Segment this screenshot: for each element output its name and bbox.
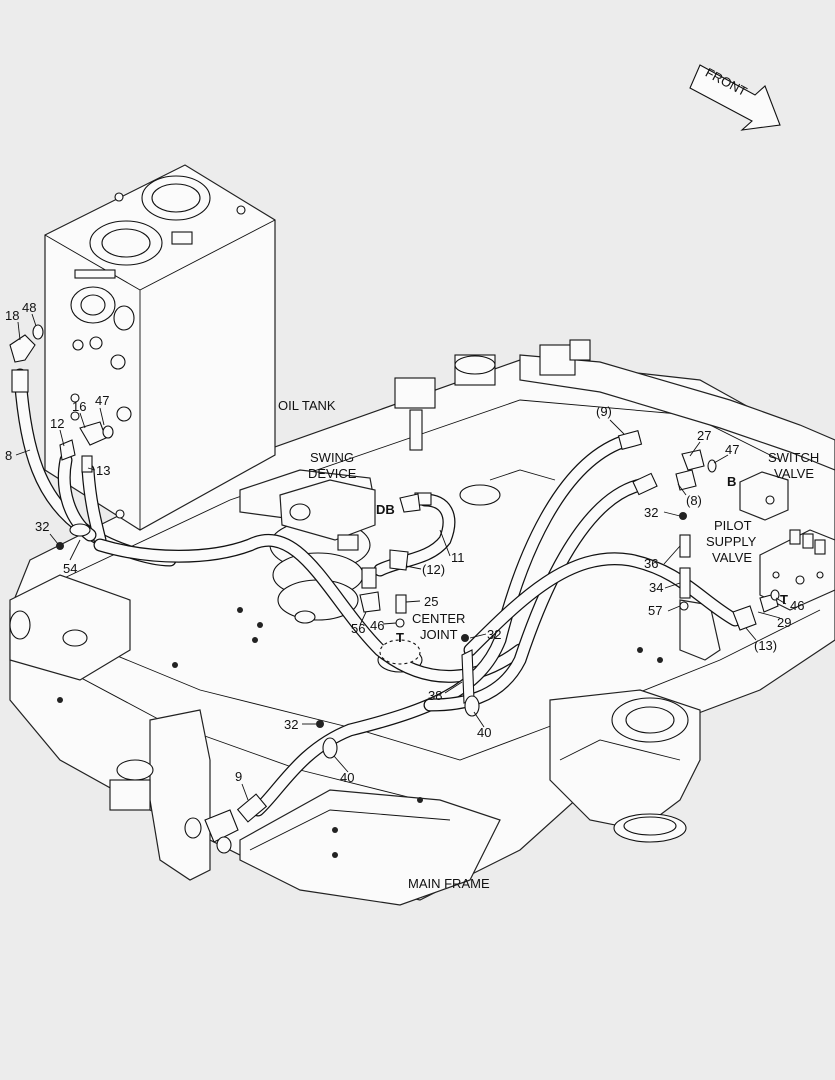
pilot-supply-label-line2: SUPPLY	[706, 534, 757, 549]
callout-9: 9	[235, 769, 242, 784]
callout-11: 11	[451, 550, 465, 565]
callout-25: 25	[424, 594, 438, 609]
port-b-label: B	[727, 474, 736, 489]
callout-54: 54	[63, 561, 77, 576]
callout-32-left: 32	[35, 519, 49, 534]
callout-48: 48	[22, 300, 36, 315]
component-labels: OIL TANK SWING DEVICE SWITCH VALVE PILOT…	[278, 398, 819, 891]
main-frame-label: MAIN FRAME	[408, 876, 490, 891]
fittings	[9, 324, 780, 854]
callout-36: 36	[644, 556, 658, 571]
callout-47-switch: 47	[725, 442, 739, 457]
switch-valve-label-line1: SWITCH	[768, 450, 819, 465]
callout-32-front: 32	[284, 717, 298, 732]
callout-47-tank: 47	[95, 393, 109, 408]
pilot-supply-label-line1: PILOT	[714, 518, 752, 533]
port-t-right-label: T	[780, 592, 788, 607]
port-db-label: DB	[376, 502, 395, 517]
callout-46-pilot: 46	[790, 598, 804, 613]
port-t-center-label: T	[396, 630, 404, 645]
callout-57: 57	[648, 603, 662, 618]
callout-18: 18	[5, 308, 19, 323]
oil-tank-label: OIL TANK	[278, 398, 336, 413]
callout-32-pilot: 32	[644, 505, 658, 520]
swing-device-label-line2: DEVICE	[308, 466, 357, 481]
callout-12: 12	[50, 416, 64, 431]
callout-32-center: 32	[487, 627, 501, 642]
front-arrow: FRONT	[689, 64, 781, 131]
center-joint-label-line1: CENTER	[412, 611, 465, 626]
callout-13: 13	[96, 463, 110, 478]
leader-lines	[15, 313, 787, 801]
callout-27: 27	[697, 428, 711, 443]
callout-40-left: 40	[340, 770, 354, 785]
callout-46-center: 46	[370, 618, 384, 633]
callout-16: 16	[72, 399, 86, 414]
callout-29: 29	[777, 615, 791, 630]
center-joint-label-line2: JOINT	[420, 627, 458, 642]
callout-8-paren: (8)	[686, 493, 702, 508]
callout-56: 56	[351, 621, 365, 636]
switch-valve-label-line2: VALVE	[774, 466, 814, 481]
pilot-supply-valve-drawing	[759, 529, 835, 611]
switch-valve-drawing	[739, 471, 789, 521]
callout-8: 8	[5, 448, 12, 463]
swing-device-label-line1: SWING	[310, 450, 354, 465]
callout-9-paren: (9)	[596, 404, 612, 419]
pilot-supply-label-line3: VALVE	[712, 550, 752, 565]
callout-numbers: 18 48 12 16 47 8 13 32 54 (9) 27 47 (8) …	[5, 300, 804, 785]
callout-13-paren: (13)	[754, 638, 777, 653]
callout-12-paren: (12)	[422, 562, 445, 577]
callout-38: 38	[428, 688, 442, 703]
callout-40-right: 40	[477, 725, 491, 740]
callout-34: 34	[649, 580, 663, 595]
